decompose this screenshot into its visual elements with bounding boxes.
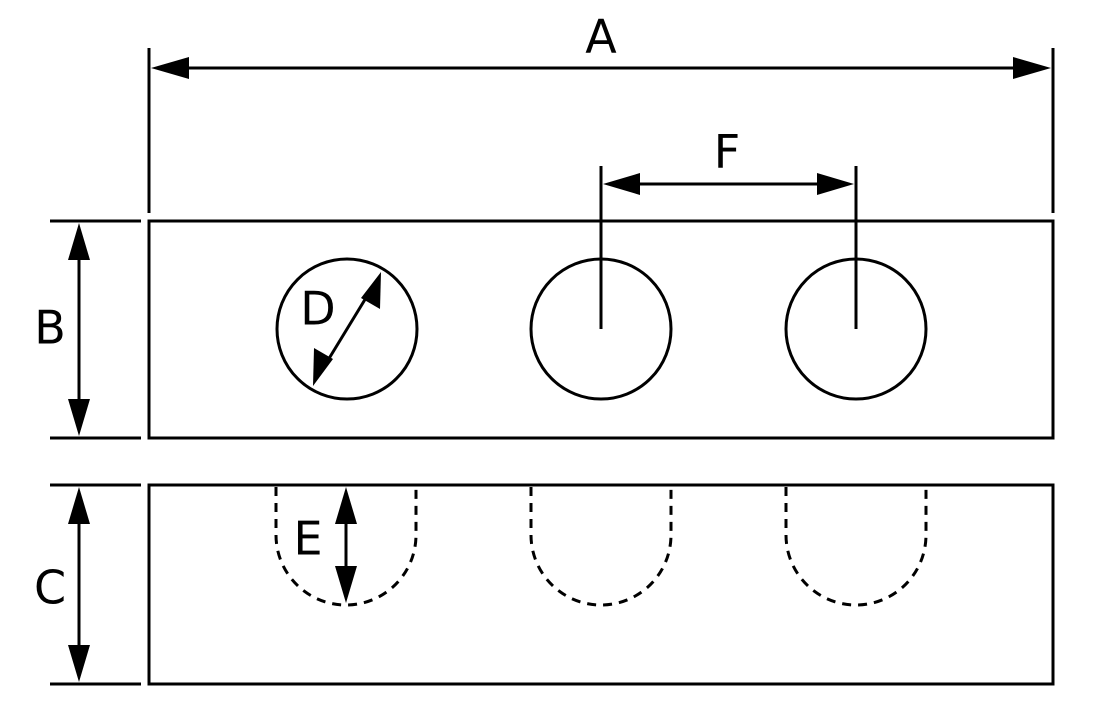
dimension-d: D bbox=[300, 272, 381, 386]
side-view-outline bbox=[147, 483, 1055, 686]
arrowhead-b-top bbox=[68, 223, 90, 260]
label-e: E bbox=[293, 512, 322, 566]
dimension-e: E bbox=[293, 487, 357, 603]
hidden-hole-2 bbox=[529, 487, 673, 607]
dimension-a: A bbox=[147, 10, 1055, 213]
arrowhead-f-left bbox=[603, 173, 640, 195]
label-c: C bbox=[34, 561, 66, 615]
arrowhead-a-left bbox=[151, 57, 189, 79]
arrowhead-a-right bbox=[1013, 57, 1051, 79]
arrowhead-c-bottom bbox=[68, 645, 90, 682]
hidden-hole-3 bbox=[784, 487, 928, 607]
dimension-b: B bbox=[34, 219, 141, 440]
arrowhead-d-upper bbox=[361, 272, 381, 309]
arrowhead-d-lower bbox=[313, 348, 333, 386]
dimension-c: C bbox=[34, 483, 141, 686]
dimension-f: F bbox=[599, 125, 858, 329]
hole-1-top bbox=[275, 257, 419, 401]
arrowhead-c-top bbox=[68, 487, 90, 524]
label-d: D bbox=[300, 282, 335, 336]
arrowhead-e-bottom bbox=[335, 566, 357, 603]
arrowhead-b-bottom bbox=[68, 399, 90, 436]
label-f: F bbox=[714, 125, 740, 179]
arrowhead-e-top bbox=[335, 487, 357, 524]
arrowhead-f-right bbox=[817, 173, 854, 195]
label-a: A bbox=[585, 10, 617, 64]
dimension-line-d bbox=[320, 287, 374, 371]
hidden-hole-1 bbox=[274, 487, 418, 607]
label-b: B bbox=[34, 301, 66, 355]
